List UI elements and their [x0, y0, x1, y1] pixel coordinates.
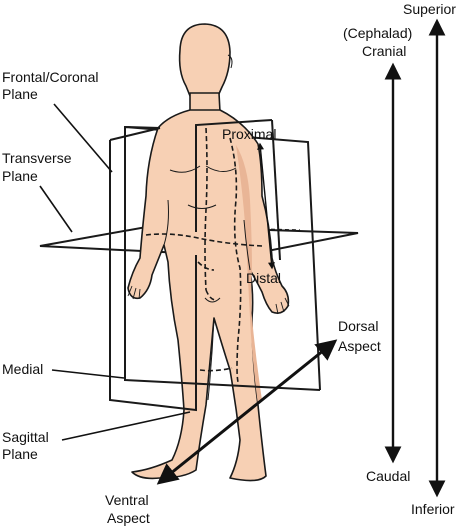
sagittal-plane-label-line2: Plane — [2, 446, 38, 462]
medial-leader-line — [51, 369, 125, 379]
sagittal-leader-line — [61, 411, 191, 441]
sagittal-plane-label-line1: Sagittal — [2, 429, 49, 445]
ventral-aspect-label-line1: Ventral — [105, 492, 149, 508]
transverse-plane-label-line2: Plane — [2, 168, 38, 184]
caudal-label: Caudal — [366, 468, 410, 484]
medial-label: Medial — [2, 361, 43, 377]
frontal-plane-label-line2: Plane — [2, 86, 38, 102]
transverse-plane-label-line1: Transverse — [2, 150, 72, 166]
human-figure-icon — [127, 23, 290, 482]
frontal-plane-label-line1: Frontal/Coronal — [2, 69, 99, 85]
cephalad-label: (Cephalad) — [343, 25, 412, 41]
ventral-aspect-label-line2: Aspect — [107, 510, 150, 526]
leader-lines — [39, 103, 191, 441]
dorsal-aspect-label-line2: Aspect — [338, 338, 381, 354]
distal-label: Distal — [246, 270, 281, 286]
transverse-leader-line — [39, 185, 73, 233]
dorsal-aspect-label-line1: Dorsal — [338, 318, 378, 334]
inferior-label: Inferior — [411, 501, 455, 517]
labels: Frontal/Coronal Plane Transverse Plane M… — [2, 1, 456, 526]
superior-label: Superior — [403, 1, 456, 17]
proximal-distal-arrow — [257, 142, 275, 270]
frontal-leader-line — [53, 103, 113, 173]
cranial-label: Cranial — [362, 43, 406, 59]
ventral-dorsal-arrow — [156, 339, 338, 485]
proximal-label: Proximal — [222, 126, 276, 142]
